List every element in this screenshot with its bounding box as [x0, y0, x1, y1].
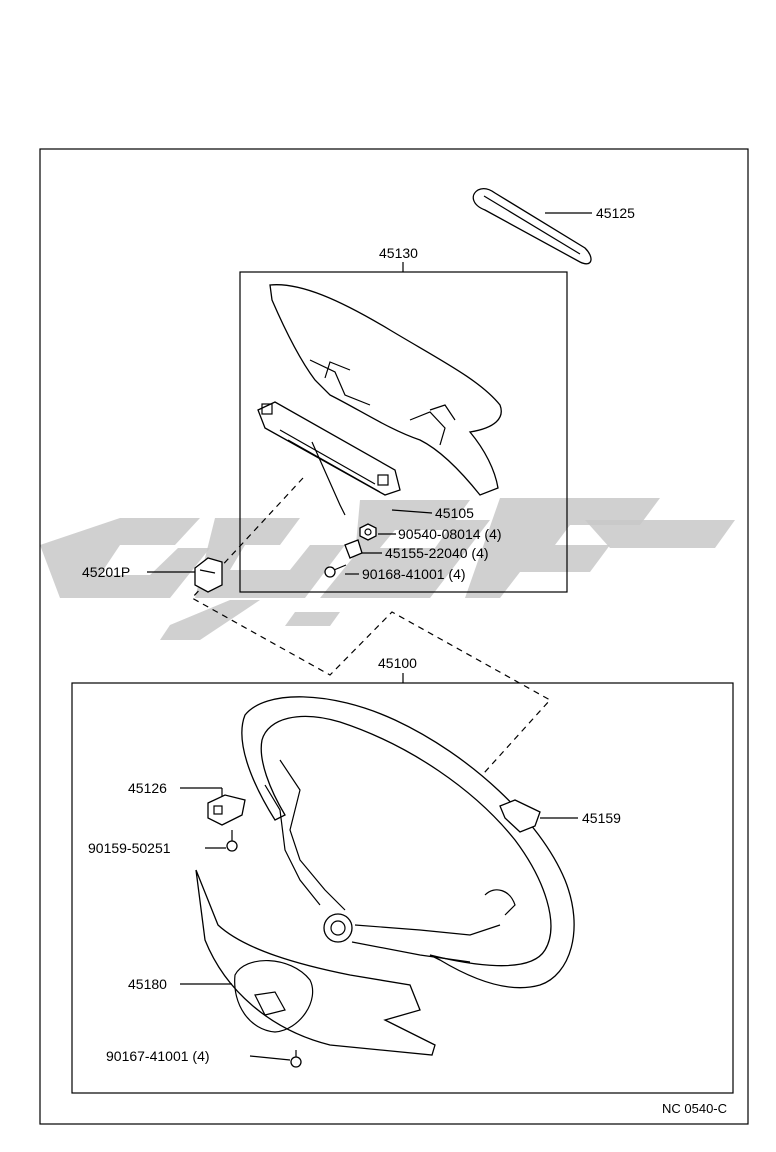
callout-90168-41001: 90168-41001 (4) — [362, 566, 466, 582]
ornament-strip-part — [472, 188, 592, 265]
callout-45180: 45180 — [128, 976, 167, 992]
callout-90159-50251: 90159-50251 — [88, 840, 171, 856]
outer-frame — [39, 148, 749, 1125]
steering-wheel-part — [241, 696, 575, 989]
leader-45105 — [391, 509, 433, 514]
upper-assembly-label: 45130 — [379, 245, 418, 261]
callout-90167-41001: 90167-41001 (4) — [106, 1048, 210, 1064]
wire-harness-part — [311, 441, 346, 516]
callout-45105: 45105 — [435, 505, 474, 521]
screw-part — [324, 564, 347, 578]
mounting-plate-part — [257, 401, 401, 496]
clip-part — [499, 799, 541, 833]
leader-90167 — [249, 1055, 291, 1061]
cover-screw-part — [290, 1050, 302, 1068]
horn-pad-cover-part — [269, 284, 502, 496]
horn-contact-part — [194, 557, 223, 593]
bracket-part — [207, 794, 246, 826]
callout-45125: 45125 — [596, 205, 635, 221]
callout-45126: 45126 — [128, 780, 167, 796]
watermark-logo — [40, 498, 735, 640]
lower-assembly-label: 45100 — [378, 655, 417, 671]
callout-45155-22040: 45155-22040 (4) — [385, 545, 489, 561]
callout-45159: 45159 — [582, 810, 621, 826]
small-screw-part — [226, 830, 238, 852]
nut-part — [359, 523, 377, 541]
callout-45201p: 45201P — [82, 564, 130, 580]
lower-cover-part — [195, 869, 436, 1056]
reference-code: NC 0540-C — [662, 1101, 727, 1116]
callout-90540-08014: 90540-08014 (4) — [398, 526, 502, 542]
